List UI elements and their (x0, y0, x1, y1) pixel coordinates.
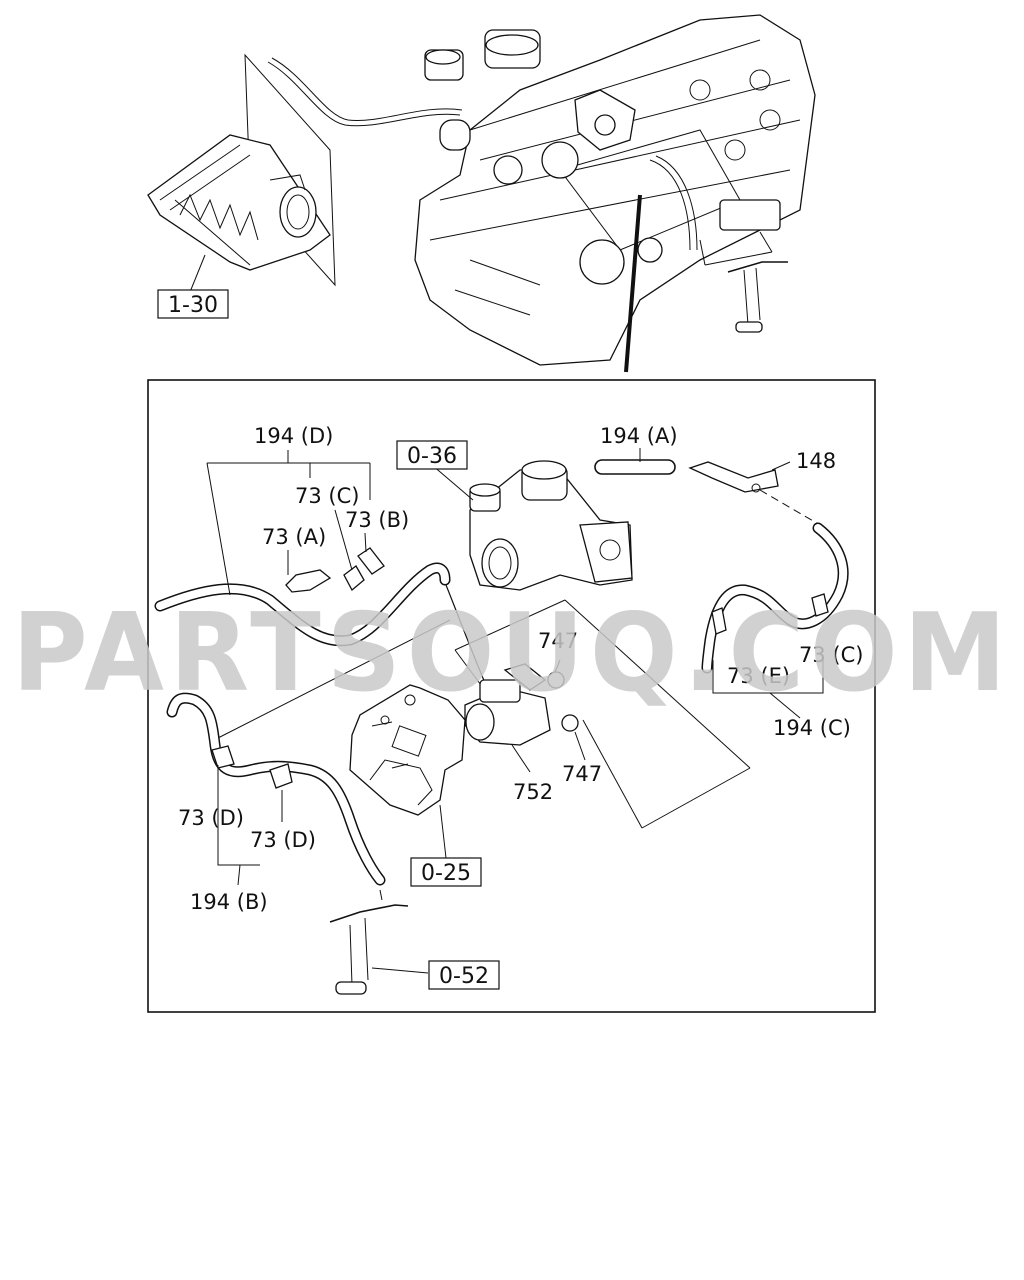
hose-194-a (594, 448, 821, 526)
callout-194-c: 194 (C) (773, 716, 851, 740)
callout-194-b: 194 (B) (190, 890, 268, 914)
callout-73-c-right: 73 (C) (799, 643, 863, 667)
callout-73-a: 73 (A) (262, 525, 326, 549)
valve-assembly (464, 659, 586, 773)
ref-air-cleaner: 1-30 (157, 289, 229, 319)
svg-text:1-30: 1-30 (168, 293, 218, 318)
svg-text:0-52: 0-52 (439, 964, 489, 989)
ref-bracket: 0-25 (410, 857, 482, 887)
callout-194-d: 194 (D) (254, 424, 333, 448)
callout-148: 148 (796, 449, 836, 473)
ref-pipe: 0-52 (428, 960, 500, 990)
clips-abc (285, 547, 385, 593)
svg-text:0-36: 0-36 (407, 444, 457, 469)
engine-assembly (414, 14, 816, 366)
hose-194-c (701, 522, 849, 719)
watermark: PARTSOUQ.COM (12, 591, 1012, 716)
callout-747-top: 747 (538, 629, 578, 653)
callout-73-e: 73 (E) (727, 664, 790, 688)
callout-73-d-left: 73 (D) (178, 806, 244, 830)
bracket (349, 684, 466, 859)
callout-747-bottom: 747 (562, 762, 602, 786)
turbocharger (431, 460, 633, 591)
callout-73-b: 73 (B) (345, 508, 409, 532)
ref-turbocharger: 0-36 (396, 440, 468, 470)
pipe-upper (699, 231, 788, 333)
detail-frame (147, 379, 876, 1013)
air-cleaner (147, 53, 336, 293)
callout-73-d-right: 73 (D) (250, 828, 316, 852)
callout-752: 752 (513, 780, 553, 804)
hose-194-b (166, 692, 386, 886)
leaders-194-d (206, 450, 371, 596)
callout-194-a: 194 (A) (600, 424, 678, 448)
callout-73-c-left: 73 (C) (295, 484, 359, 508)
svg-text:0-25: 0-25 (421, 861, 471, 886)
pipe-lower (329, 889, 429, 995)
